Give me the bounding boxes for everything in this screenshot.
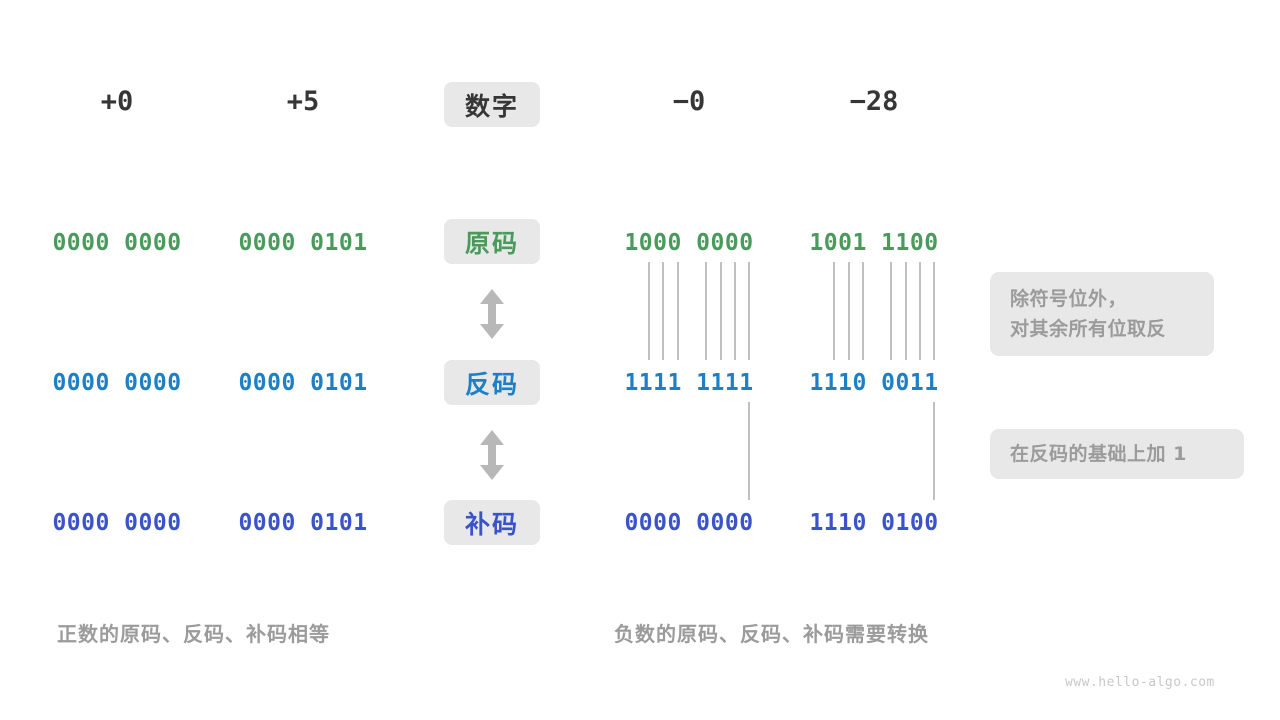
- note-invert-bits-line-1: 除符号位外，: [1010, 288, 1128, 310]
- column-header-minus-zero: −0: [672, 86, 706, 117]
- row-label-twos-complement: 补码: [444, 500, 540, 545]
- cell-ones-complement-plus-zero: 0000 0000: [52, 370, 182, 396]
- caption-positive: 正数的原码、反码、补码相等: [57, 622, 330, 646]
- arrow-ones-to-twos: [475, 429, 509, 485]
- cell-ones-complement-minus-zero: 1111 1111: [624, 370, 754, 396]
- cell-ones-complement-plus-five: 0000 0101: [238, 370, 368, 396]
- cell-true-form-minus-twentyeight: 1001 1100: [809, 230, 939, 256]
- caption-negative: 负数的原码、反码、补码需要转换: [614, 622, 929, 646]
- double-arrow-icon: [480, 289, 504, 339]
- note-invert-bits-line-2: 对其余所有位取反: [1010, 318, 1167, 340]
- note-add-one: 在反码的基础上加 1: [990, 429, 1244, 479]
- arrow-true-to-ones: [475, 288, 509, 344]
- cell-true-form-minus-zero: 1000 0000: [624, 230, 754, 256]
- cell-ones-complement-minus-twentyeight: 1110 0011: [809, 370, 939, 396]
- cell-twos-complement-plus-five: 0000 0101: [238, 510, 368, 536]
- watermark: www.hello-algo.com: [1065, 675, 1215, 690]
- cell-twos-complement-minus-twentyeight: 1110 0100: [809, 510, 939, 536]
- column-header-plus-zero: +0: [100, 86, 134, 117]
- cell-twos-complement-plus-zero: 0000 0000: [52, 510, 182, 536]
- cell-twos-complement-minus-zero: 0000 0000: [624, 510, 754, 536]
- column-header-plus-five: +5: [286, 86, 320, 117]
- column-header-minus-twentyeight: −28: [849, 86, 899, 117]
- note-invert-bits: 除符号位外， 对其余所有位取反: [990, 272, 1214, 356]
- double-arrow-icon: [480, 430, 504, 480]
- row-label-header-number: 数字: [444, 82, 540, 127]
- row-label-true-form: 原码: [444, 219, 540, 264]
- cell-true-form-plus-five: 0000 0101: [238, 230, 368, 256]
- row-label-ones-complement: 反码: [444, 360, 540, 405]
- cell-true-form-plus-zero: 0000 0000: [52, 230, 182, 256]
- note-add-one-line-1: 在反码的基础上加 1: [1010, 443, 1187, 465]
